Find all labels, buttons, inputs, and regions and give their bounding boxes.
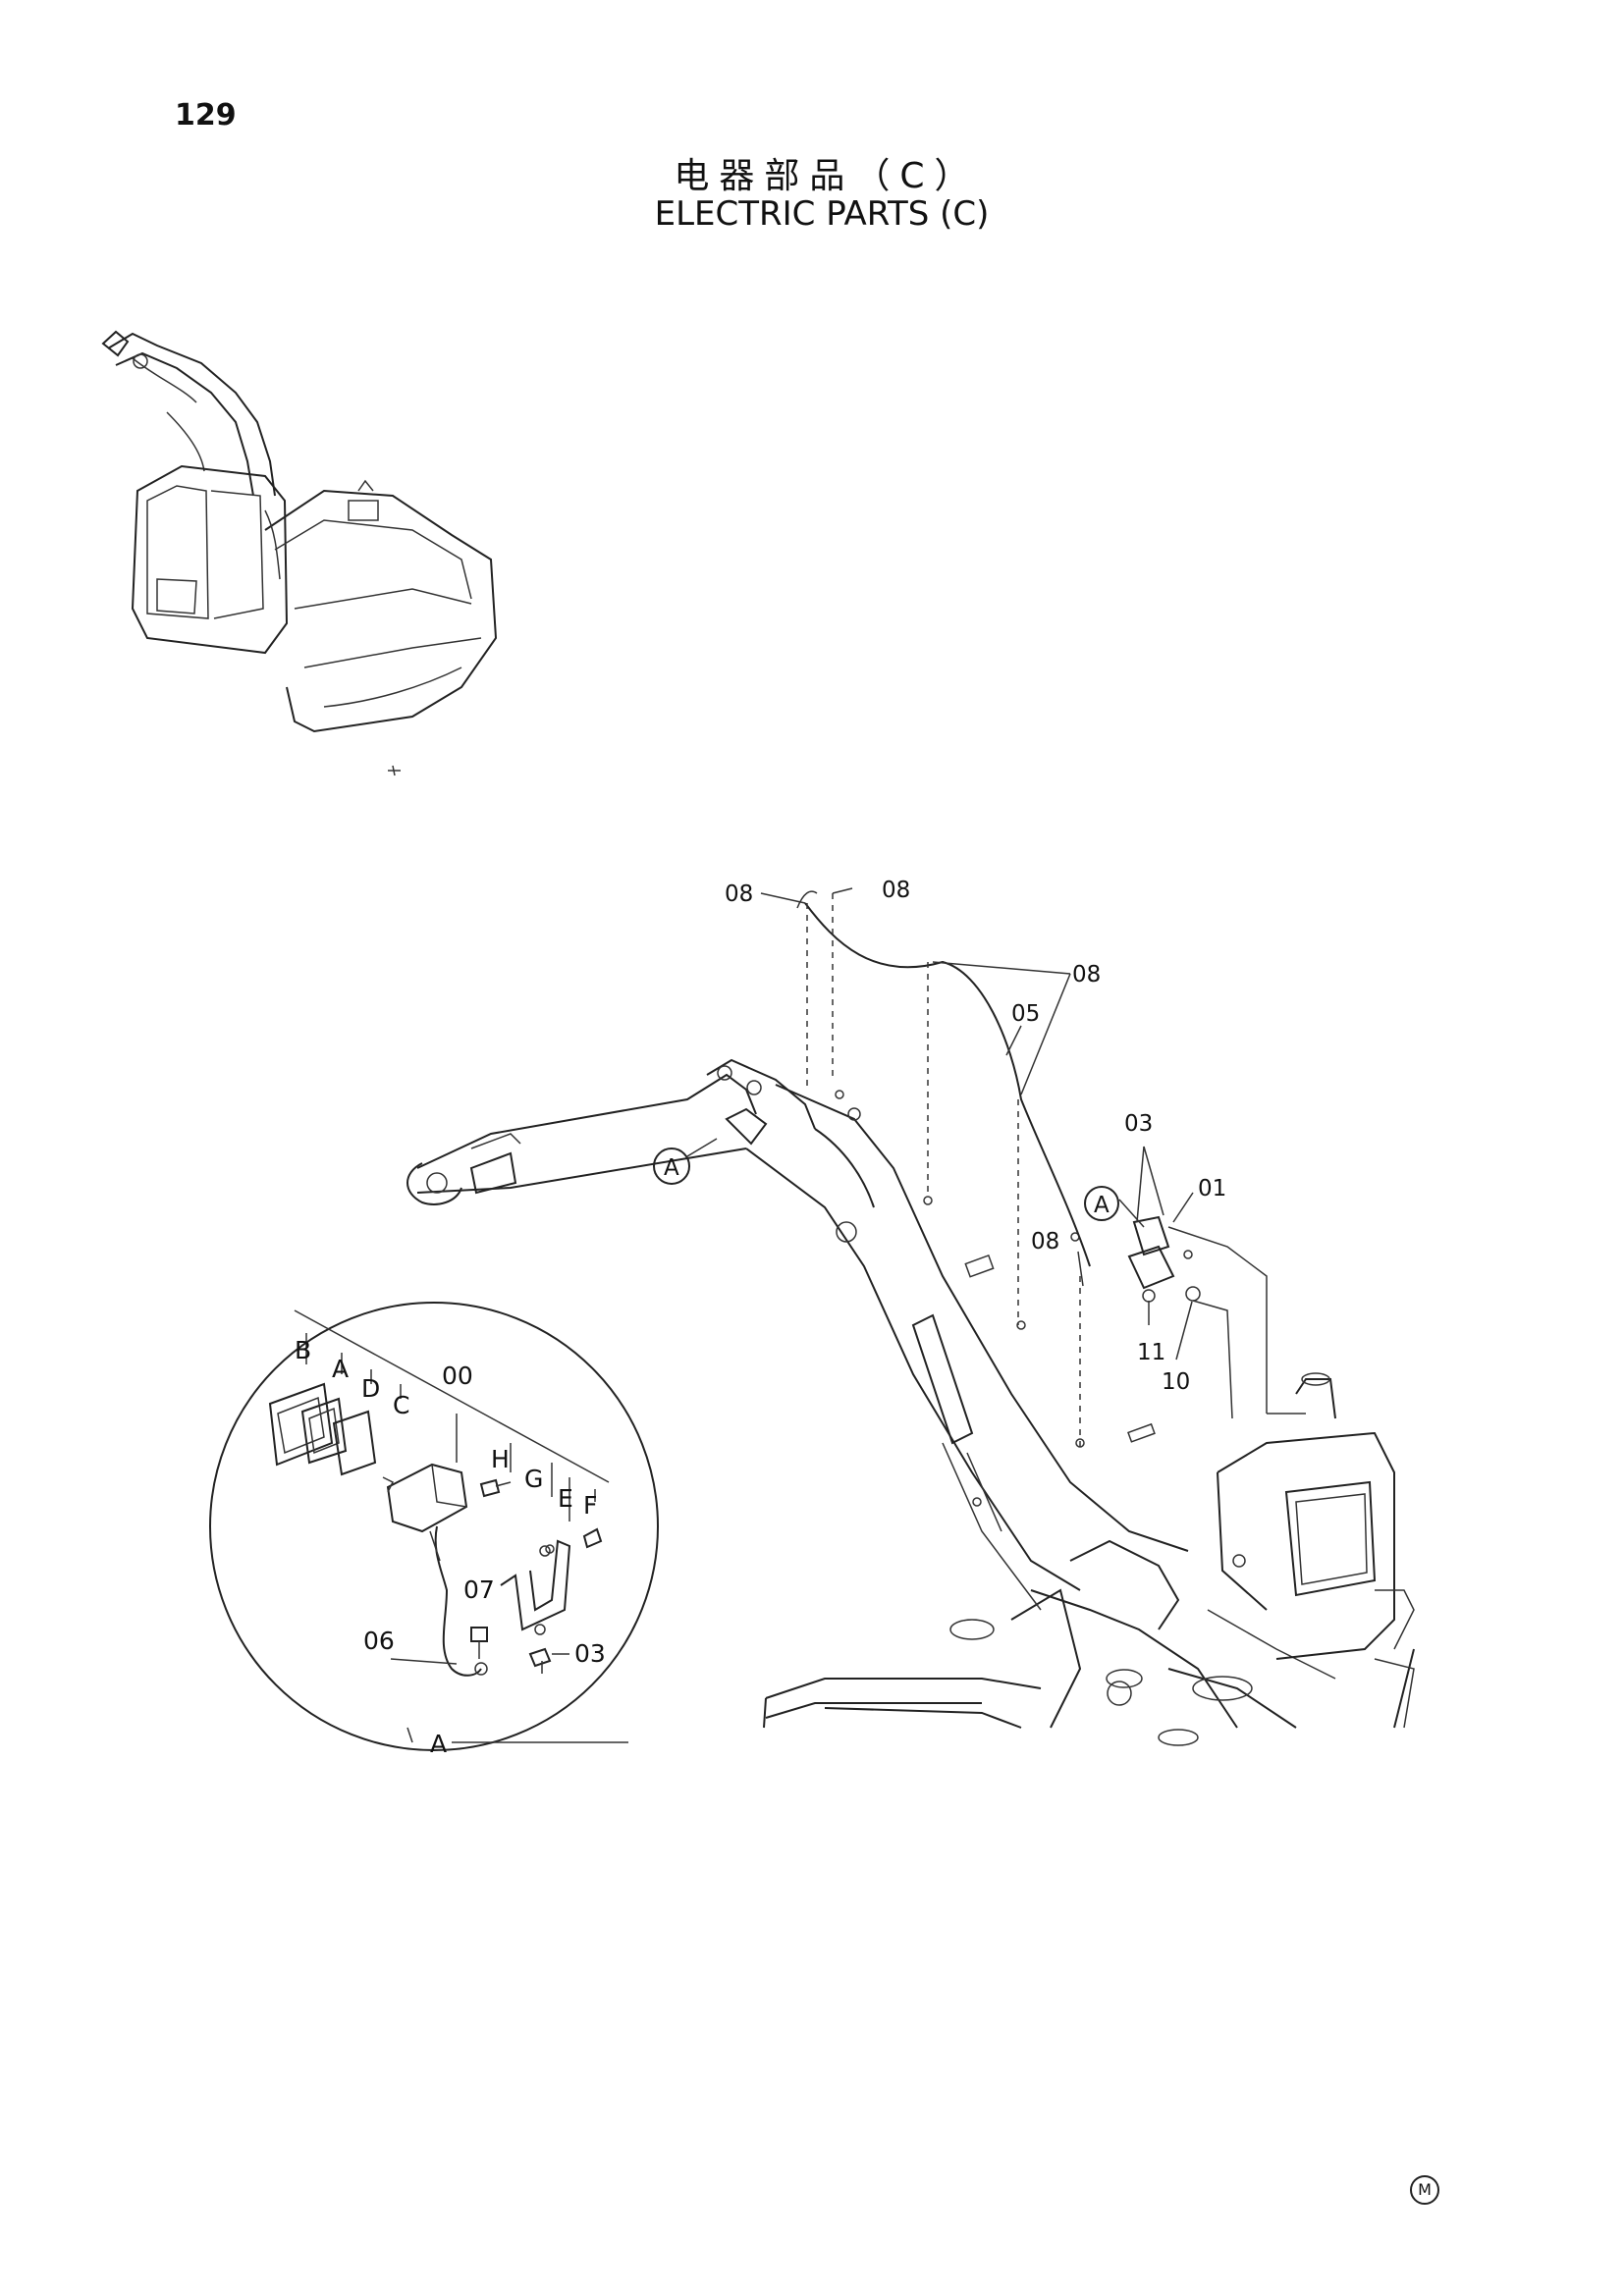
page-title-english: ELECTRIC PARTS (C) [654,194,990,234]
detail-callout-06: 06 [363,1627,395,1655]
svg-text:A: A [664,1155,679,1181]
detail-callout-00: 00 [442,1362,473,1390]
detail-callout-e: E [558,1484,573,1513]
detail-callout-b: B [295,1336,311,1364]
svg-text:A: A [1094,1193,1110,1218]
callout-08-upper: 08 [1072,962,1101,988]
main-boom-illustration [406,890,1415,1746]
detail-callout-f: F [583,1491,597,1520]
detail-callout-g: G [524,1465,543,1493]
page-title-chinese: 电器部品（C） [674,156,980,196]
callout-08-top-left: 08 [725,881,753,907]
callout-01: 01 [1198,1176,1226,1201]
detail-view-label: A [430,1730,447,1758]
detail-callout-c: C [393,1391,409,1419]
detail-callout-h: H [491,1445,510,1473]
view-a-marker-boom: A [653,1148,690,1185]
corner-circled-mark: M [1410,2175,1439,2205]
detail-callout-a: A [332,1355,349,1383]
callout-leader-lines [686,887,1194,1361]
page-number: 129 [175,98,237,133]
callout-08-top-right: 08 [882,878,910,903]
callout-03: 03 [1124,1111,1153,1137]
callout-10: 10 [1162,1369,1190,1395]
detail-callout-03: 03 [574,1639,606,1668]
overview-excavator-illustration [101,330,498,776]
callout-05: 05 [1011,1001,1040,1027]
callout-11: 11 [1137,1340,1165,1365]
detail-view-a [209,1302,659,1751]
view-a-marker-bracket: A [1084,1186,1119,1221]
detail-callout-d: D [361,1374,380,1403]
detail-callout-07: 07 [463,1575,495,1604]
callout-08-lower: 08 [1031,1229,1059,1255]
